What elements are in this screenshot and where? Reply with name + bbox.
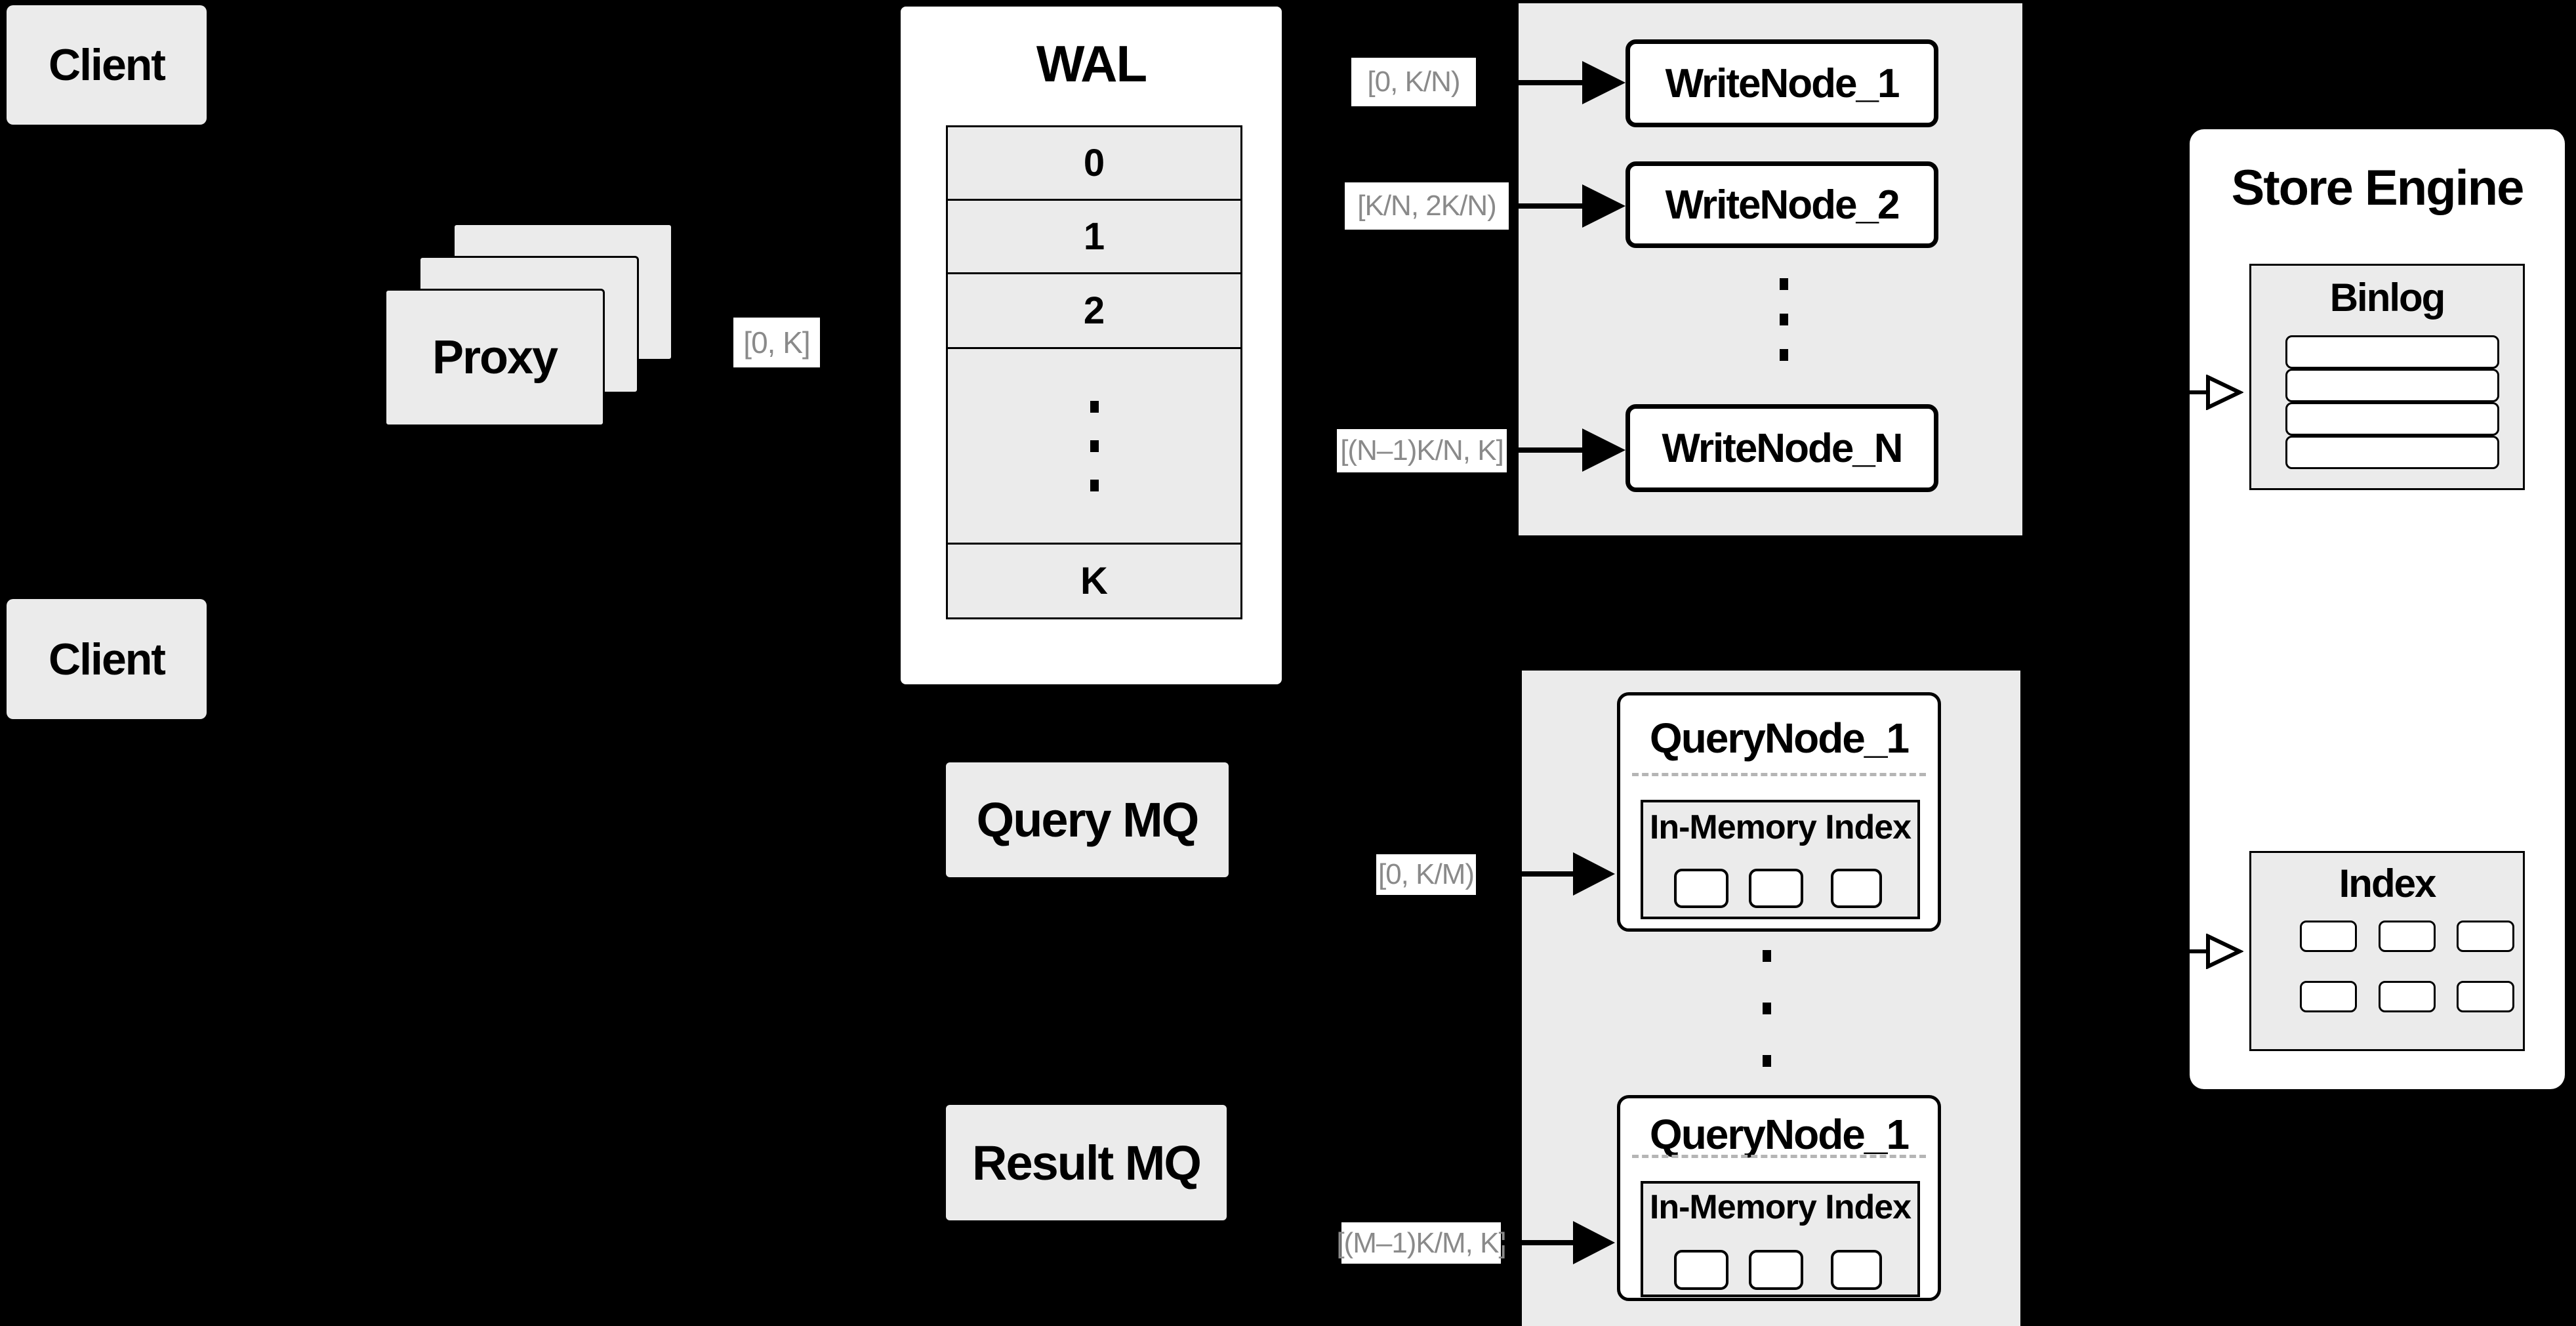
wal-panel: WAL 0 1 2 K [898,4,1284,687]
arrow-line [1509,203,1584,209]
dashed-divider [1632,773,1926,776]
proxy-label: Proxy [432,331,558,384]
wal-segment-row-ellipsis [946,347,1242,545]
index-cell [2379,921,2436,952]
wal-segment-row: 2 [946,272,1242,349]
index-cell [2457,921,2514,952]
query-node-title: QueryNode_1 [1649,1111,1910,1158]
wal-segment-row: K [946,543,1242,619]
binlog-title: Binlog [2329,276,2446,320]
write-node-2: WriteNode_2 [1625,161,1938,248]
arrow-line [1476,80,1584,85]
memory-index-cell [1749,869,1803,908]
client-box-bottom: Client [7,599,207,719]
range-chip-query-1: [0, K/M) [1376,854,1476,895]
vertical-ellipsis-icon [1763,950,1771,1067]
index-title: Index [2339,861,2437,905]
open-right-arrowhead-icon [2206,375,2243,410]
binlog-box: Binlog [2249,264,2525,490]
open-right-arrowhead-icon [2206,934,2243,969]
result-mq-box: Result MQ [946,1105,1227,1220]
vertical-ellipsis-icon [1090,400,1099,491]
client-top-label: Client [49,40,166,90]
range-chip-write-2: [K/N, 2K/N) [1345,182,1509,230]
result-mq-label: Result MQ [972,1135,1202,1190]
write-node-1: WriteNode_1 [1625,39,1938,127]
binlog-row [2285,335,2499,369]
right-arrowhead-icon [1582,428,1625,472]
memory-index-cell [1831,869,1882,908]
arrow-line [1476,871,1574,877]
binlog-row [2285,436,2499,469]
right-arrowhead-icon [1582,61,1625,104]
memory-index-cell [1674,869,1728,908]
query-node-title: QueryNode_1 [1649,715,1910,762]
index-box: Index [2249,851,2525,1051]
binlog-row [2285,402,2499,436]
query-node-m: QueryNode_1 In-Memory Index [1617,1095,1941,1301]
binlog-row [2285,369,2499,402]
right-arrowhead-icon [1582,184,1625,228]
query-mq-box: Query MQ [946,762,1229,877]
arrow-line [2165,949,2208,953]
write-node-n: WriteNode_N [1625,404,1938,492]
index-cell [2300,921,2357,952]
query-node-1: QueryNode_1 In-Memory Index [1617,692,1941,932]
in-memory-index-title: In-Memory Index [1649,808,1912,846]
index-cell [2300,981,2357,1012]
right-arrowhead-icon [1573,852,1615,896]
proxy-box: Proxy [384,289,605,426]
arrow-line [1507,447,1584,453]
range-chip-write-1: [0, K/N) [1351,58,1476,106]
wal-segment-table: 0 1 2 K [946,125,1242,619]
in-memory-index-box: In-Memory Index [1641,1181,1920,1297]
in-memory-index-box: In-Memory Index [1641,800,1920,919]
vertical-ellipsis-icon [1780,278,1788,361]
range-chip-proxy-out: [0, K] [733,318,820,367]
store-engine-title: Store Engine [2231,160,2525,216]
memory-index-cell [1674,1250,1728,1290]
wal-title: WAL [1036,35,1147,93]
wal-segment-row: 0 [946,125,1242,201]
memory-index-cell [1749,1250,1803,1290]
memory-index-cell [1831,1250,1882,1290]
client-box-top: Client [7,5,207,125]
range-chip-write-n: [(N–1)K/N, K] [1337,429,1507,472]
index-cell [2457,981,2514,1012]
range-chip-query-m: [(M–1)K/M, K] [1336,1222,1507,1264]
arrow-line [2165,390,2208,394]
dashed-divider [1632,1155,1926,1158]
client-bottom-label: Client [49,634,166,684]
in-memory-index-title: In-Memory Index [1649,1188,1912,1226]
arrow-line [1501,1240,1574,1245]
wal-segment-row: 1 [946,199,1242,274]
index-cell [2379,981,2436,1012]
right-arrowhead-icon [1573,1221,1615,1264]
store-engine-panel: Store Engine Binlog Index [2190,129,2565,1089]
query-mq-label: Query MQ [976,793,1200,847]
